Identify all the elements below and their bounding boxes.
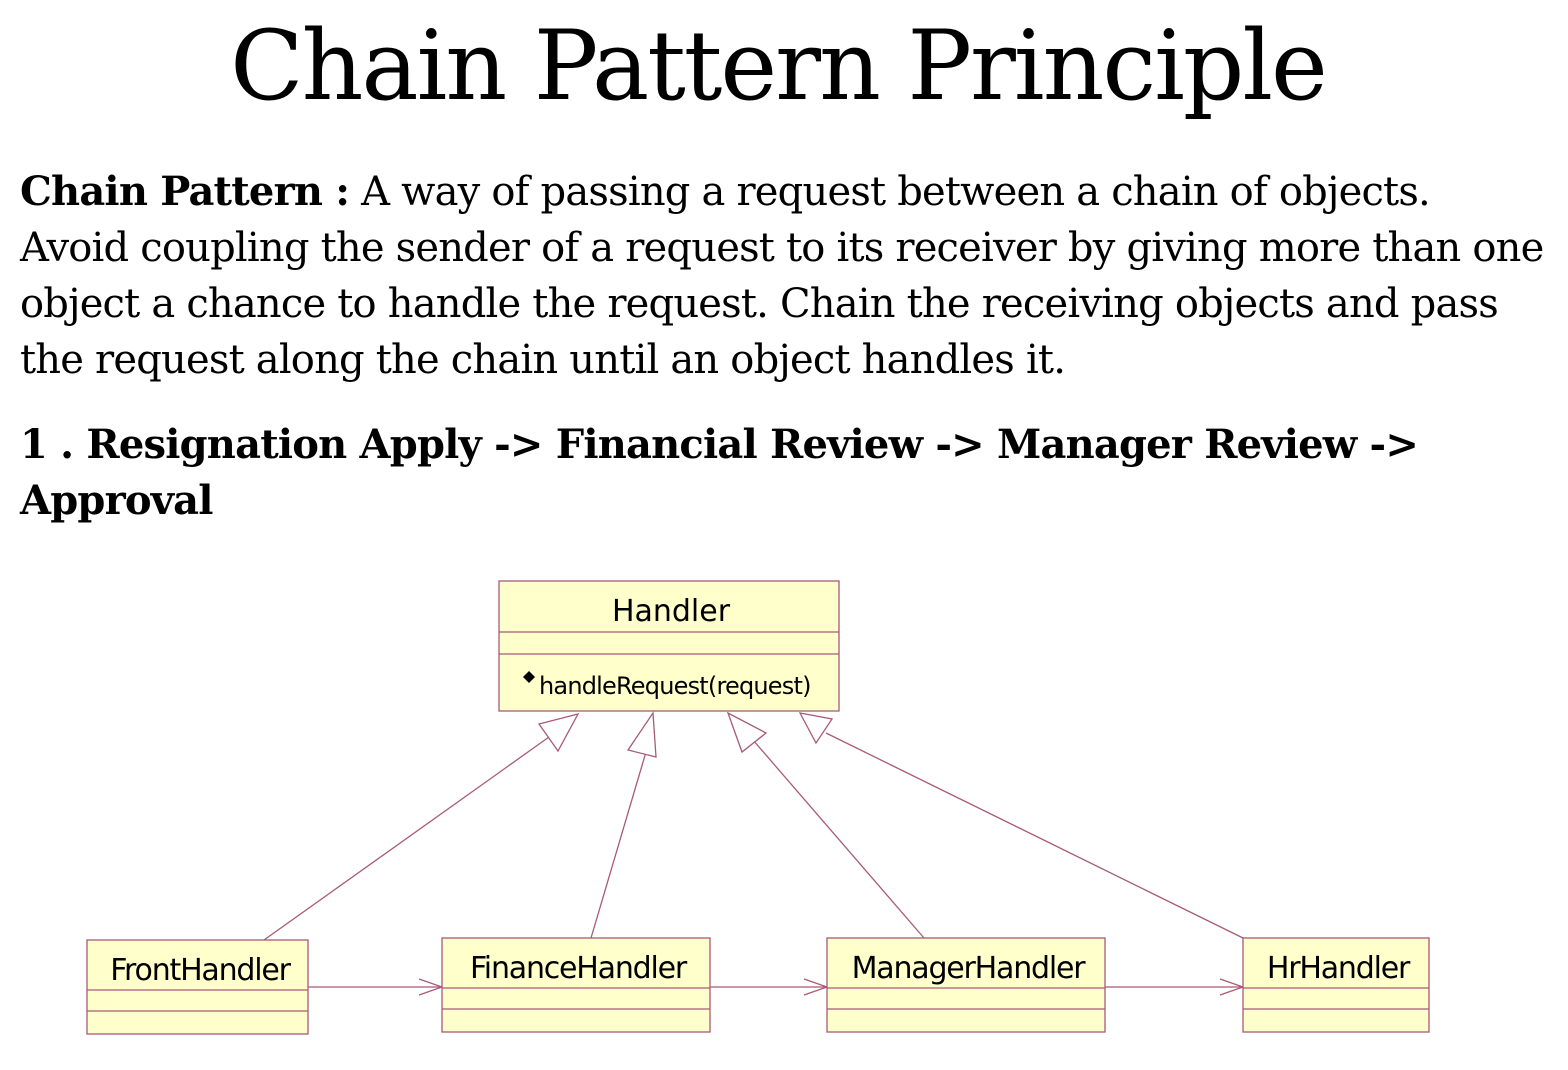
class-manager-handler: ManagerHandler [826, 937, 1106, 1033]
definition-text: A way of passing a request between a cha… [20, 169, 1544, 383]
class-name-finance-handler: FinanceHandler [470, 951, 688, 986]
class-front-handler: FrontHandler [86, 939, 309, 1035]
page-title: Chain Pattern Principle [230, 10, 1328, 122]
operation-visibility-icon [523, 671, 535, 683]
class-handler: Handler handleRequest(request) [498, 580, 840, 712]
flow-item: 1 . Resignation Apply -> Financial Revie… [20, 417, 1550, 529]
inheritance-arrowhead-manager [726, 711, 768, 754]
flow-item-number: 1 . [20, 421, 74, 468]
flow-item-text: Resignation Apply -> Financial Review ->… [20, 421, 1419, 524]
inheritance-line-hr [825, 732, 1244, 939]
class-name-hr-handler: HrHandler [1267, 951, 1411, 986]
class-hr-handler: HrHandler [1242, 937, 1430, 1033]
definition-paragraph: Chain Pattern : A way of passing a reque… [20, 164, 1550, 388]
class-name-front-handler: FrontHandler [110, 953, 291, 988]
definition-term: Chain Pattern : [20, 168, 350, 215]
class-name-handler: Handler [612, 594, 731, 629]
inheritance-arrowhead-front [537, 713, 580, 753]
inheritance-line-finance [590, 751, 647, 939]
inheritance-line-manager [752, 739, 925, 939]
inheritance-arrowhead-hr [798, 712, 834, 745]
inheritance-arrowhead-finance [626, 711, 657, 758]
class-finance-handler: FinanceHandler [441, 937, 711, 1033]
class-name-manager-handler: ManagerHandler [852, 951, 1087, 986]
generalization-lines [263, 711, 1244, 941]
inheritance-line-front [263, 736, 550, 941]
operation-handle-request: handleRequest(request) [539, 672, 811, 700]
